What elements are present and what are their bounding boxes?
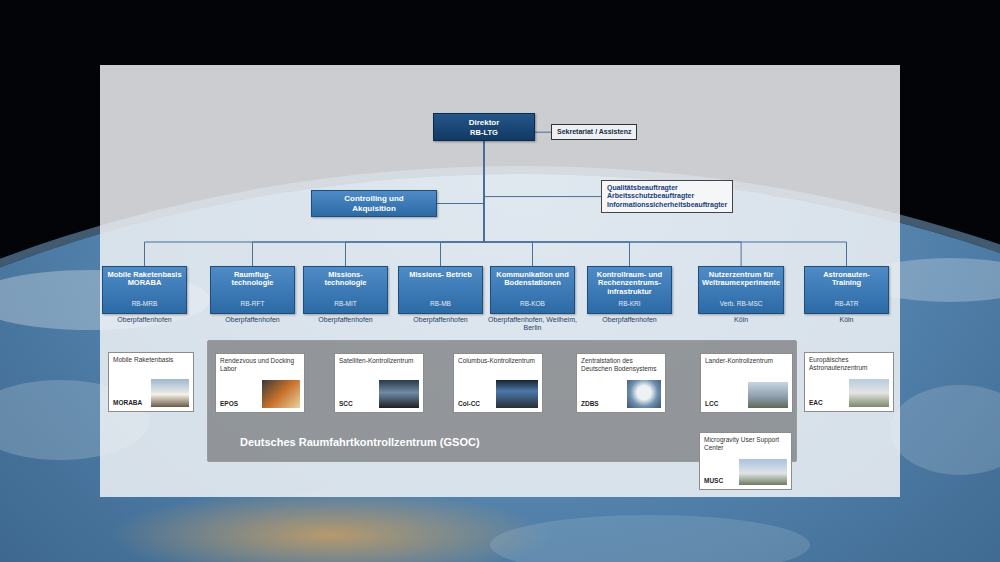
unit-code: Verb. RB-MSC xyxy=(720,300,763,308)
site-name: Köln xyxy=(799,316,894,324)
facility-name: Microgravity User Support Center xyxy=(704,436,787,452)
department-box: Kontrollraum- und Rechenzentrums- infras… xyxy=(587,266,672,314)
org-connector xyxy=(145,141,485,266)
facility-card: Satelliten-KontrollzentrumSCC xyxy=(334,353,424,413)
department-box: Astronauten- TrainingRB-ATRKöln xyxy=(804,266,889,314)
org-connector xyxy=(484,141,741,266)
cloud xyxy=(490,515,810,562)
org-connector xyxy=(535,132,551,133)
director-box: DirektorRB-LTG xyxy=(433,113,535,141)
department-box: Missions- BetriebRB-MBOberpfaffenhofen xyxy=(398,266,483,314)
unit-code: RB-MRB xyxy=(132,300,158,308)
dept-title: Kommunikation und Bodenstationen xyxy=(494,271,571,288)
dept-title: Mobile Raketenbasis MORABA xyxy=(106,271,183,288)
org-connector xyxy=(441,141,485,266)
department-box: Kommunikation und BodenstationenRB-KOBOb… xyxy=(490,266,575,314)
sunlight xyxy=(110,490,550,562)
department-box: Mobile Raketenbasis MORABARB-MRBOberpfaf… xyxy=(102,266,187,314)
dept-title: Kontrollraum- und Rechenzentrums- infras… xyxy=(591,271,668,296)
unit-code: RB-ATR xyxy=(835,300,859,308)
site-name: Oberpfaffenhofen, Weilheim, Berlin xyxy=(485,316,580,333)
head-title: Controlling und Akquisition xyxy=(337,194,411,213)
org-connector xyxy=(484,141,847,266)
site-name: Oberpfaffenhofen xyxy=(393,316,488,324)
facility-card: Columbus-KontrollzentrumCol-CC xyxy=(453,353,543,413)
dept-title: Raumflug- technologie xyxy=(214,271,291,288)
officer-list: Qualitätsbeauftragter Arbeitsschutzbeauf… xyxy=(607,184,727,209)
facility-card: Europäisches AstronautenzentrumEAC xyxy=(804,352,894,412)
facility-name: Mobile Raketenbasis xyxy=(113,356,189,364)
facility-name: Europäisches Astronautenzentrum xyxy=(809,356,889,372)
facility-name: Rendezvous und Docking Labor xyxy=(220,357,300,373)
facility-card: Zentralstation des Deutschen Bodensystem… xyxy=(576,353,666,413)
dept-title: Astronauten- Training xyxy=(808,271,885,288)
unit-code: RB-KRI xyxy=(618,300,640,308)
facility-code: LCC xyxy=(705,400,742,408)
org-connector xyxy=(484,141,533,266)
site-name: Oberpfaffenhofen xyxy=(582,316,677,324)
site-name: Köln xyxy=(693,316,789,324)
dept-title: Nutzerzentrum für Weltraumexperimente xyxy=(702,271,780,288)
assistant-box: Sekretariat / Assistenz xyxy=(551,124,637,140)
unit-code: RB-MIT xyxy=(334,300,356,308)
org-connector xyxy=(253,141,485,266)
head-title: Direktor xyxy=(438,118,530,128)
staff-title: Sekretariat / Assistenz xyxy=(557,128,631,136)
unit-code: RB-LTG xyxy=(438,128,530,137)
facility-card: Lander-KontrollzentrumLCC xyxy=(700,353,793,413)
facility-name: Satelliten-Kontrollzentrum xyxy=(339,357,419,365)
facility-code: EAC xyxy=(809,399,843,407)
site-name: Oberpfaffenhofen xyxy=(298,316,393,324)
facility-code: SCC xyxy=(339,400,373,408)
facility-name: Lander-Kontrollzentrum xyxy=(705,357,788,365)
facility-code: ZDBS xyxy=(581,400,621,408)
staff-box: Controlling und Akquisition xyxy=(311,190,437,217)
department-box: Raumflug- technologieRB-RFTOberpfaffenho… xyxy=(210,266,295,314)
facility-code: EPOS xyxy=(220,400,256,408)
facility-card: Rendezvous und Docking LaborEPOS xyxy=(215,353,305,413)
unit-code: RB-RFT xyxy=(241,300,265,308)
department-box: Missions- technologieRB-MITOberpfaffenho… xyxy=(303,266,388,314)
department-box: Nutzerzentrum für WeltraumexperimenteVer… xyxy=(698,266,784,314)
facility-card: Microgravity User Support CenterMUSC xyxy=(699,432,792,490)
site-name: Oberpfaffenhofen xyxy=(97,316,192,324)
facility-code: MUSC xyxy=(704,477,733,485)
org-connector xyxy=(484,141,601,197)
unit-code: RB-KOB xyxy=(520,300,545,308)
facility-name: Zentralstation des Deutschen Bodensystem… xyxy=(581,357,661,373)
officer-box: Qualitätsbeauftragter Arbeitsschutzbeauf… xyxy=(601,180,733,213)
org-connector xyxy=(437,141,484,204)
facility-name: Columbus-Kontrollzentrum xyxy=(458,357,538,365)
facility-code: Col-CC xyxy=(458,400,490,408)
unit-code: RB-MB xyxy=(430,300,451,308)
dept-title: Missions- Betrieb xyxy=(409,271,472,279)
facility-card: Mobile RaketenbasisMORABA xyxy=(108,352,194,412)
cloud xyxy=(890,385,1000,475)
site-name: Oberpfaffenhofen xyxy=(205,316,300,324)
dept-title: Missions- technologie xyxy=(307,271,384,288)
band-title: Deutsches Raumfahrtkontrollzentrum (GSOC… xyxy=(240,436,480,448)
facility-code: MORABA xyxy=(113,399,145,407)
chart-panel xyxy=(100,65,900,497)
